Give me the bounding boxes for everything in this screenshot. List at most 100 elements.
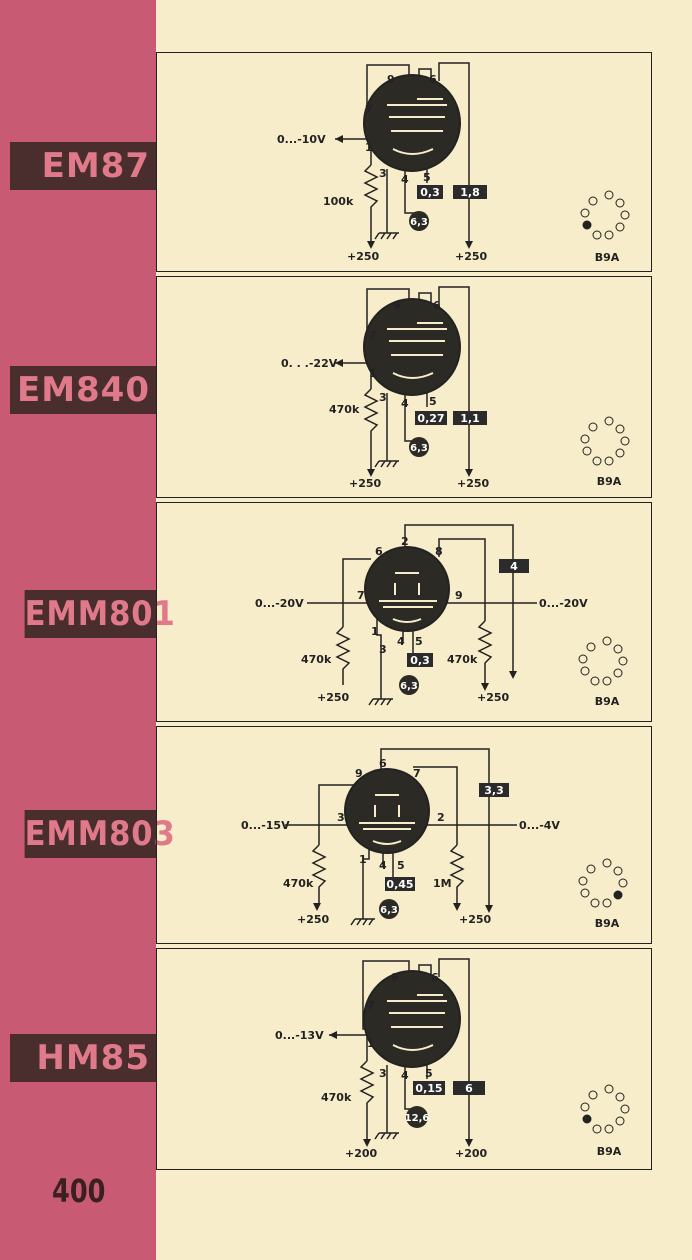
tube-label-hm85: HM85 xyxy=(10,1034,156,1082)
pin-label-1: 1 xyxy=(367,1037,375,1050)
pin-label-9: 9 xyxy=(391,971,399,984)
tube-envelope xyxy=(363,74,461,172)
pin-label-3: 3 xyxy=(337,811,345,824)
pin-label-3: 3 xyxy=(379,643,387,656)
heater-current-box: 0,15 xyxy=(413,1081,445,1095)
tube-envelope xyxy=(363,298,461,396)
arrow-down-icon xyxy=(509,671,517,679)
supply-left-label: +250 xyxy=(349,477,382,490)
schematic-emm801: 6,3 0,3 4 2 6 8 7 9 1 3 4 5 0...-20V 0..… xyxy=(255,524,628,708)
pin-label-5: 5 xyxy=(415,635,423,648)
anode-current-text: 3,3 xyxy=(484,784,504,797)
grid-left-voltage-label: 0...-20V xyxy=(255,597,304,610)
schematic-panel-em840: 6,3 0,27 1,1 9 6 7 1 3 4 5 0. . .-22V 47… xyxy=(156,276,652,498)
pin-label-1: 1 xyxy=(369,367,377,380)
supply-right-label: +250 xyxy=(457,477,490,490)
anode-current-text: 1,8 xyxy=(460,186,480,199)
resistor-left-value: 470k xyxy=(301,653,332,666)
supply-right-label: +250 xyxy=(455,250,488,263)
heater-current-box: 0,27 xyxy=(415,411,447,425)
pin-label-7: 7 xyxy=(365,103,373,116)
grid-right-voltage-label: 0...-20V xyxy=(539,597,588,610)
heater-current-text: 0,45 xyxy=(386,878,413,891)
supply-left-label: +250 xyxy=(347,250,380,263)
anode-current-text: 4 xyxy=(510,560,518,573)
arrow-down-icon xyxy=(367,469,375,477)
arrow-left-icon xyxy=(335,359,343,367)
heater-current-text: 0,3 xyxy=(420,186,440,199)
pin-label-4: 4 xyxy=(401,173,409,186)
base-type-label: B9A xyxy=(595,695,620,708)
pin-label-5: 5 xyxy=(397,859,405,872)
arrow-down-icon xyxy=(363,1139,371,1147)
pin-label-6: 6 xyxy=(431,971,439,984)
heater-voltage-text: 6,3 xyxy=(380,905,398,916)
heater-voltage-badge xyxy=(409,437,429,457)
anode-current-text: 6 xyxy=(465,1082,473,1095)
supply-left-label: +250 xyxy=(297,913,330,926)
pin-label-1: 1 xyxy=(365,141,373,154)
pin-label-4: 4 xyxy=(401,1069,409,1082)
anode-current-box: 3,3 xyxy=(479,783,509,797)
pin-label-8: 8 xyxy=(435,545,443,558)
pin-label-5: 5 xyxy=(429,395,437,408)
schematic-panel-emm803: 6,3 0,45 3,3 9 6 7 3 2 1 4 5 0...-15V 0.… xyxy=(156,726,652,944)
heater-current-text: 0,27 xyxy=(417,412,444,425)
arrow-left-icon xyxy=(335,135,343,143)
pin-label-2: 2 xyxy=(401,535,409,548)
pin-label-3: 3 xyxy=(379,167,387,180)
anode-current-box: 6 xyxy=(453,1081,485,1095)
pin-label-1: 1 xyxy=(371,625,379,638)
tube-label-emm801: EMM801 xyxy=(24,590,175,638)
arrow-down-icon xyxy=(367,241,375,249)
anode-current-box: 1,1 xyxy=(453,411,487,425)
arrow-down-icon xyxy=(465,1139,473,1147)
supply-right-label: +250 xyxy=(459,913,492,926)
schematic-em87: 6,3 0,3 1,8 9 6 7 1 3 4 5 0...-10V 100k … xyxy=(277,62,630,264)
resistor-value: 100k xyxy=(323,195,354,208)
tube-envelope xyxy=(364,546,450,632)
heater-voltage-badge xyxy=(409,211,429,231)
page-number: 400 xyxy=(52,1172,106,1210)
resistor-left-value: 470k xyxy=(283,877,314,890)
heater-voltage-badge xyxy=(399,675,419,695)
resistor-value: 470k xyxy=(321,1091,352,1104)
arrow-down-icon xyxy=(465,241,473,249)
schematic-panel-hm85: 12,6 0,15 6 9 6 7 1 3 4 5 0...-13V 470k … xyxy=(156,948,652,1170)
grid-voltage-label: 0. . .-22V xyxy=(281,357,338,370)
schematic-hm85: 12,6 0,15 6 9 6 7 1 3 4 5 0...-13V 470k … xyxy=(275,958,630,1160)
tube-label-em840: EM840 xyxy=(10,366,156,414)
base-type-label: B9A xyxy=(597,475,622,488)
grid-voltage-label: 0...-13V xyxy=(275,1029,324,1042)
heater-current-text: 0,15 xyxy=(415,1082,442,1095)
supply-left-label: +250 xyxy=(317,691,350,704)
grid-right-voltage-label: 0...-4V xyxy=(519,819,560,832)
heater-voltage-text: 6,3 xyxy=(410,217,428,228)
anode-current-box: 4 xyxy=(499,559,529,573)
base-type-label: B9A xyxy=(595,251,620,264)
base-type-label: B9A xyxy=(595,917,620,930)
pin-label-9: 9 xyxy=(455,589,463,602)
base-pinout-diagram xyxy=(580,190,630,240)
resistor-right-value: 1M xyxy=(433,877,452,890)
base-pinout-diagram xyxy=(578,858,628,908)
pin-label-4: 4 xyxy=(397,635,405,648)
pin-label-7: 7 xyxy=(367,999,375,1012)
anode-current-text: 1,1 xyxy=(460,412,480,425)
schematic-panel-em87: 6,3 0,3 1,8 9 6 7 1 3 4 5 0...-10V 100k … xyxy=(156,52,652,272)
schematic-emm803: 6,3 0,45 3,3 9 6 7 3 2 1 4 5 0...-15V 0.… xyxy=(241,748,628,930)
arrow-down-icon xyxy=(485,905,493,913)
supply-right-label: +200 xyxy=(455,1147,488,1160)
grid-left-voltage-label: 0...-15V xyxy=(241,819,290,832)
supply-left-label: +200 xyxy=(345,1147,378,1160)
heater-voltage-badge xyxy=(379,899,399,919)
arrow-left-icon xyxy=(329,1031,337,1039)
supply-right-label: +250 xyxy=(477,691,510,704)
pin-label-1: 1 xyxy=(359,853,367,866)
pin-label-6: 6 xyxy=(379,757,387,770)
pin-label-4: 4 xyxy=(401,397,409,410)
pin-label-9: 9 xyxy=(355,767,363,780)
heater-current-text: 0,3 xyxy=(410,654,430,667)
tube-envelope xyxy=(363,970,461,1068)
pin-label-7: 7 xyxy=(369,329,377,342)
